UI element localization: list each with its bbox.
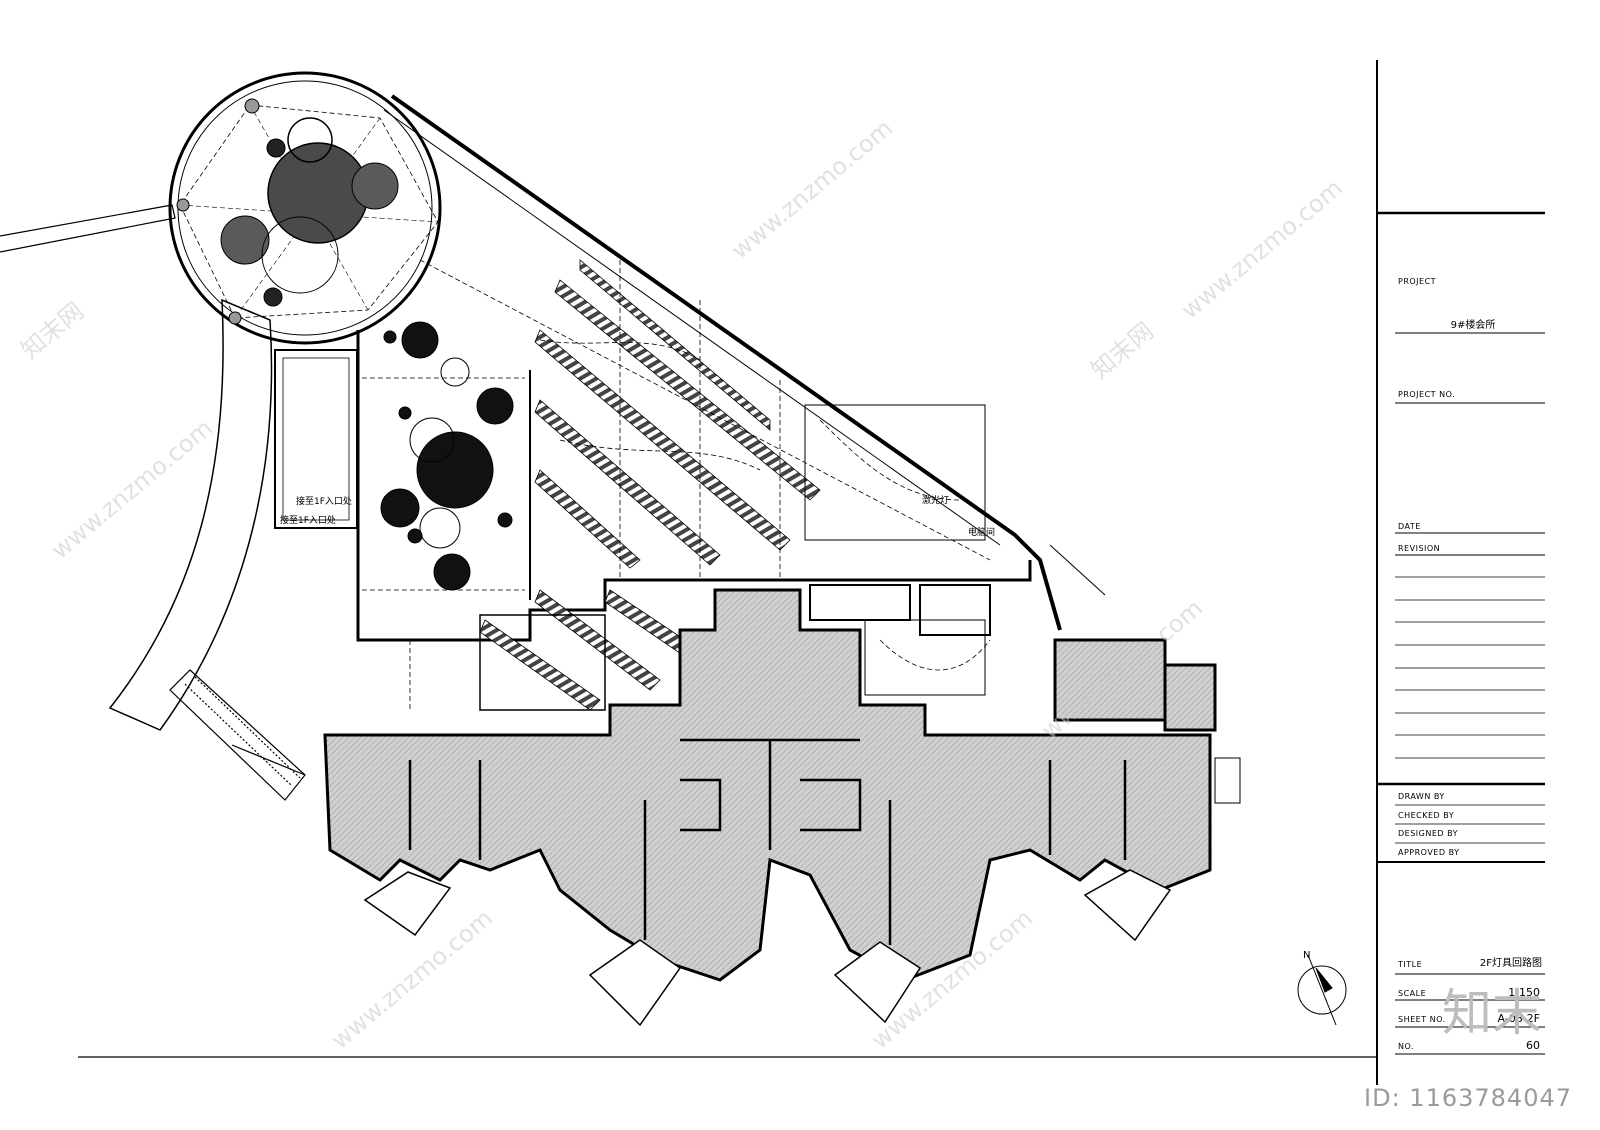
lounge-walls bbox=[356, 330, 1032, 642]
watermark-id: ID: 1163784047 bbox=[1364, 1084, 1572, 1112]
project-value: 9#楼会所 bbox=[1451, 318, 1496, 331]
entry-corridor bbox=[274, 349, 358, 529]
title-label: TITLE bbox=[1397, 960, 1422, 969]
north-diagonal-wall bbox=[390, 94, 1062, 631]
watermark-logo: 知末 bbox=[1442, 975, 1552, 1045]
drawn-by-label: DRAWN BY bbox=[1398, 792, 1445, 801]
no-value: 60 bbox=[1526, 1039, 1540, 1052]
approved-by-label: APPROVED BY bbox=[1398, 848, 1460, 857]
watermark-logo-text: 知末 bbox=[1442, 984, 1542, 1042]
exterior-stair bbox=[169, 669, 306, 801]
project-label: PROJECT bbox=[1398, 277, 1436, 286]
lounge-light-fixtures bbox=[380, 321, 514, 591]
watermark-text: www.znzmo.com bbox=[46, 414, 218, 565]
watermark-text: www.znzmo.com bbox=[1176, 174, 1348, 325]
entry-label-1: 接至1F入口处 bbox=[296, 495, 352, 507]
sheet-no-label: SHEET NO. bbox=[1398, 1015, 1446, 1024]
north-label: N bbox=[1303, 950, 1310, 961]
balconies bbox=[363, 869, 1172, 1027]
north-arrow-icon: N bbox=[1297, 950, 1347, 1026]
lighting-circuits bbox=[409, 259, 991, 710]
rotunda bbox=[168, 71, 442, 345]
service-rooms: 电脑间 激光灯 bbox=[804, 404, 995, 696]
scale-label: SCALE bbox=[1398, 989, 1426, 998]
residential-units bbox=[323, 588, 1217, 982]
watermark-text: www.znzmo.com bbox=[726, 114, 898, 265]
scale-value: 1:150 bbox=[1508, 986, 1540, 999]
watermark-brand: 知末网 bbox=[16, 297, 89, 365]
title-value: 2F灯具回路图 bbox=[1480, 956, 1542, 969]
project-no-label: PROJECT NO. bbox=[1398, 390, 1455, 399]
elec-room-label: 电脑间 bbox=[968, 526, 995, 538]
seating-rows bbox=[479, 259, 821, 711]
title-block bbox=[1376, 60, 1545, 1085]
laser-light-label: 激光灯 bbox=[922, 494, 949, 506]
checked-by-label: CHECKED BY bbox=[1398, 811, 1454, 820]
watermark-brand: 知末网 bbox=[1086, 317, 1159, 385]
no-label: NO. bbox=[1398, 1042, 1414, 1051]
curved-walkway bbox=[0, 204, 176, 253]
revision-label: REVISION bbox=[1398, 544, 1440, 553]
curved-ramp bbox=[108, 298, 273, 731]
sheet-no-value: A-08-2F bbox=[1497, 1012, 1540, 1025]
floor-plan: 接至1F入口处 接至1F入口处 bbox=[0, 71, 1241, 1027]
entry-label-2: 接至1F入口处 bbox=[280, 514, 336, 526]
date-label: DATE bbox=[1398, 522, 1421, 531]
designed-by-label: DESIGNED BY bbox=[1398, 829, 1458, 838]
unit-partitions bbox=[408, 738, 1127, 945]
